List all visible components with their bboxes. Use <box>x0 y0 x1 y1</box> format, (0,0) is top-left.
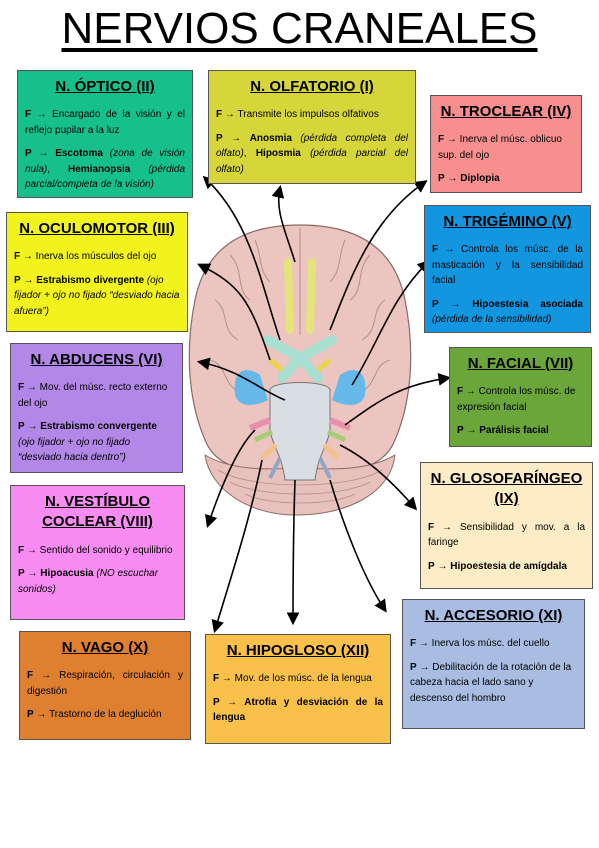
pathology-label: P <box>216 132 223 144</box>
pathology-term: Hiposmia <box>255 148 301 160</box>
card-hipogloso: N. HIPOGLOSO (XII) F → Mov. de los músc.… <box>205 634 391 744</box>
function-text: Sentido del sonido y equilibrio <box>39 544 173 556</box>
nerve-name: N. ACCESORIO (XI) <box>424 607 563 624</box>
pathology-label: P <box>14 274 21 286</box>
nerve-name: N. VAGO (X) <box>61 639 149 656</box>
pathology-label: P <box>18 421 25 433</box>
pathology-label: P <box>428 560 435 572</box>
function-text: Inerva los músculos del ojo <box>35 251 157 263</box>
pathology-term: Estrabismo convergente <box>40 421 157 433</box>
nerve-name: N. TROCLEAR (IV) <box>440 103 572 120</box>
arrow-troclear <box>329 180 428 331</box>
nerve-name: N. FACIAL (VII) <box>467 355 574 372</box>
card-abducens: N. ABDUCENS (VI) F → Mov. del músc. rect… <box>10 343 183 473</box>
arrow-vago <box>211 459 263 634</box>
function-text: Transmite los impulsos olfativos <box>237 109 379 121</box>
card-accesorio: N. ACCESORIO (XI) F → Inerva los músc. d… <box>402 599 585 729</box>
pathology-note: (pérdida de la sensibilidad) <box>432 314 552 326</box>
function-label: F <box>18 544 25 556</box>
page-title: NERVIOS CRANEALES <box>61 4 538 53</box>
pathology-note: (zona de visión nula) <box>25 148 185 175</box>
pathology-note: (pérdida completa del olfato) <box>216 132 409 160</box>
pathology-label: P <box>213 696 220 708</box>
card-facial: N. FACIAL (VII) F → Controla los músc. d… <box>449 347 592 447</box>
function-label: F <box>438 134 445 146</box>
nerve-name: N. ÓPTICO (II) <box>55 78 155 95</box>
function-text: Respiración, circulación y digestión <box>27 670 183 697</box>
function-label: F <box>428 521 435 533</box>
function-text: Encargado de la visión y el reflejo pupi… <box>25 109 185 136</box>
arrow-facial <box>344 373 452 426</box>
function-text: Controla los músc. de la masticación y l… <box>432 244 583 287</box>
pathology-label: P <box>18 568 25 579</box>
pathology-label: P <box>438 173 445 185</box>
pathology-term: Hemianopsia <box>68 163 131 175</box>
function-text: Inerva los músc. del cuello <box>431 638 550 650</box>
arrow-glosofaringeo <box>339 444 418 511</box>
arrow-vestibulo <box>205 429 256 529</box>
pathology-note: (pérdida parcial del olfato) <box>216 148 409 175</box>
pathology-text: Trastorno de la deglución <box>49 709 162 721</box>
pathology-label: P <box>27 709 34 721</box>
pathology-note: (ojo fijador + ojo no fijado “desviado h… <box>14 274 180 317</box>
function-label: F <box>457 386 464 398</box>
card-glosofaringeo: N. GLOSOFARÍNGEO (IX) F → Sensibilidad y… <box>420 462 593 589</box>
card-olfatorio: N. OLFATORIO (I) F → Transmite los impul… <box>208 70 416 184</box>
card-oculomotor: N. OCULOMOTOR (III) F → Inerva los múscu… <box>6 212 188 332</box>
pathology-label: P <box>410 661 417 673</box>
function-text: Mov. de los músc. de la lengua <box>234 673 372 685</box>
pathology-term: Hipoestesia de amígdala <box>450 560 567 572</box>
function-label: F <box>213 673 220 685</box>
function-label: F <box>216 109 223 121</box>
arrow-oculomotor <box>197 263 271 361</box>
pathology-text: Debilitación de la rotación de la cabeza… <box>410 661 572 704</box>
arrow-hipogloso <box>286 479 300 626</box>
card-troclear: N. TROCLEAR (IV) F → Inerva el músc. obl… <box>430 95 582 193</box>
pathology-term: Hipoestesia asociada <box>472 298 583 310</box>
pathology-label: P <box>457 425 464 437</box>
nerve-name: N. TRIGÉMINO (V) <box>443 213 572 230</box>
arrow-trigemino <box>351 259 431 386</box>
arrow-olfatorio <box>271 184 296 263</box>
card-trigemino: N. TRIGÉMINO (V) F → Controla los músc. … <box>424 205 591 333</box>
arrow-optico <box>202 175 281 341</box>
separator: , <box>47 163 51 175</box>
pathology-term: Anosmia <box>249 132 292 144</box>
card-vestibulo: N. VESTÍBULO COCLEAR (VIII) F → Sentido … <box>10 485 185 620</box>
function-text: Sensibilidad y mov. a la faringe <box>428 521 586 549</box>
nerve-name: N. ABDUCENS (VI) <box>30 351 163 368</box>
arrow-accesorio <box>329 479 387 613</box>
pathology-term: Diplopia <box>460 173 500 185</box>
pathology-term: Escotoma <box>55 148 103 160</box>
brainstem-shape <box>269 382 331 481</box>
pathology-term: Atrofia y desviación de la lengua <box>213 696 383 724</box>
pathology-note: (ojo fijador + ojo no fijado “desviado h… <box>18 436 131 464</box>
function-label: F <box>432 244 439 256</box>
pathology-note: (NO escuchar sonidos) <box>18 568 159 595</box>
function-label: F <box>14 251 21 263</box>
card-optico: N. ÓPTICO (II) F → Encargado de la visió… <box>17 70 193 198</box>
pathology-label: P <box>432 298 439 310</box>
nerve-name: N. HIPOGLOSO (XII) <box>226 642 370 659</box>
function-label: F <box>410 638 417 650</box>
nerve-name: N. GLOSOFARÍNGEO (IX) <box>430 470 583 508</box>
nerve-name: N. OLFATORIO (I) <box>250 78 374 95</box>
pathology-note: (pérdida parcial/completa de la visión) <box>25 163 186 191</box>
pathology-term: Hipoacusia <box>40 568 94 579</box>
function-label: F <box>25 109 32 121</box>
nerve-name: N. OCULOMOTOR (III) <box>19 220 175 237</box>
function-label: F <box>18 382 25 394</box>
function-text: Mov. del músc. recto externo del ojo <box>18 382 168 409</box>
card-vago: N. VAGO (X) F → Respiración, circulación… <box>19 631 191 740</box>
function-text: Controla los músc. de expresión facial <box>457 386 576 413</box>
pathology-term: Estrabismo divergente <box>36 274 145 286</box>
function-text: Inerva el músc. oblicuo sup. del ojo <box>438 134 562 161</box>
function-label: F <box>27 670 34 682</box>
arrow-abducens <box>196 357 286 401</box>
pathology-term: Parálisis facial <box>479 425 549 437</box>
nerve-name: N. VESTÍBULO COCLEAR (VIII) <box>42 493 153 531</box>
pathology-label: P <box>25 148 32 160</box>
